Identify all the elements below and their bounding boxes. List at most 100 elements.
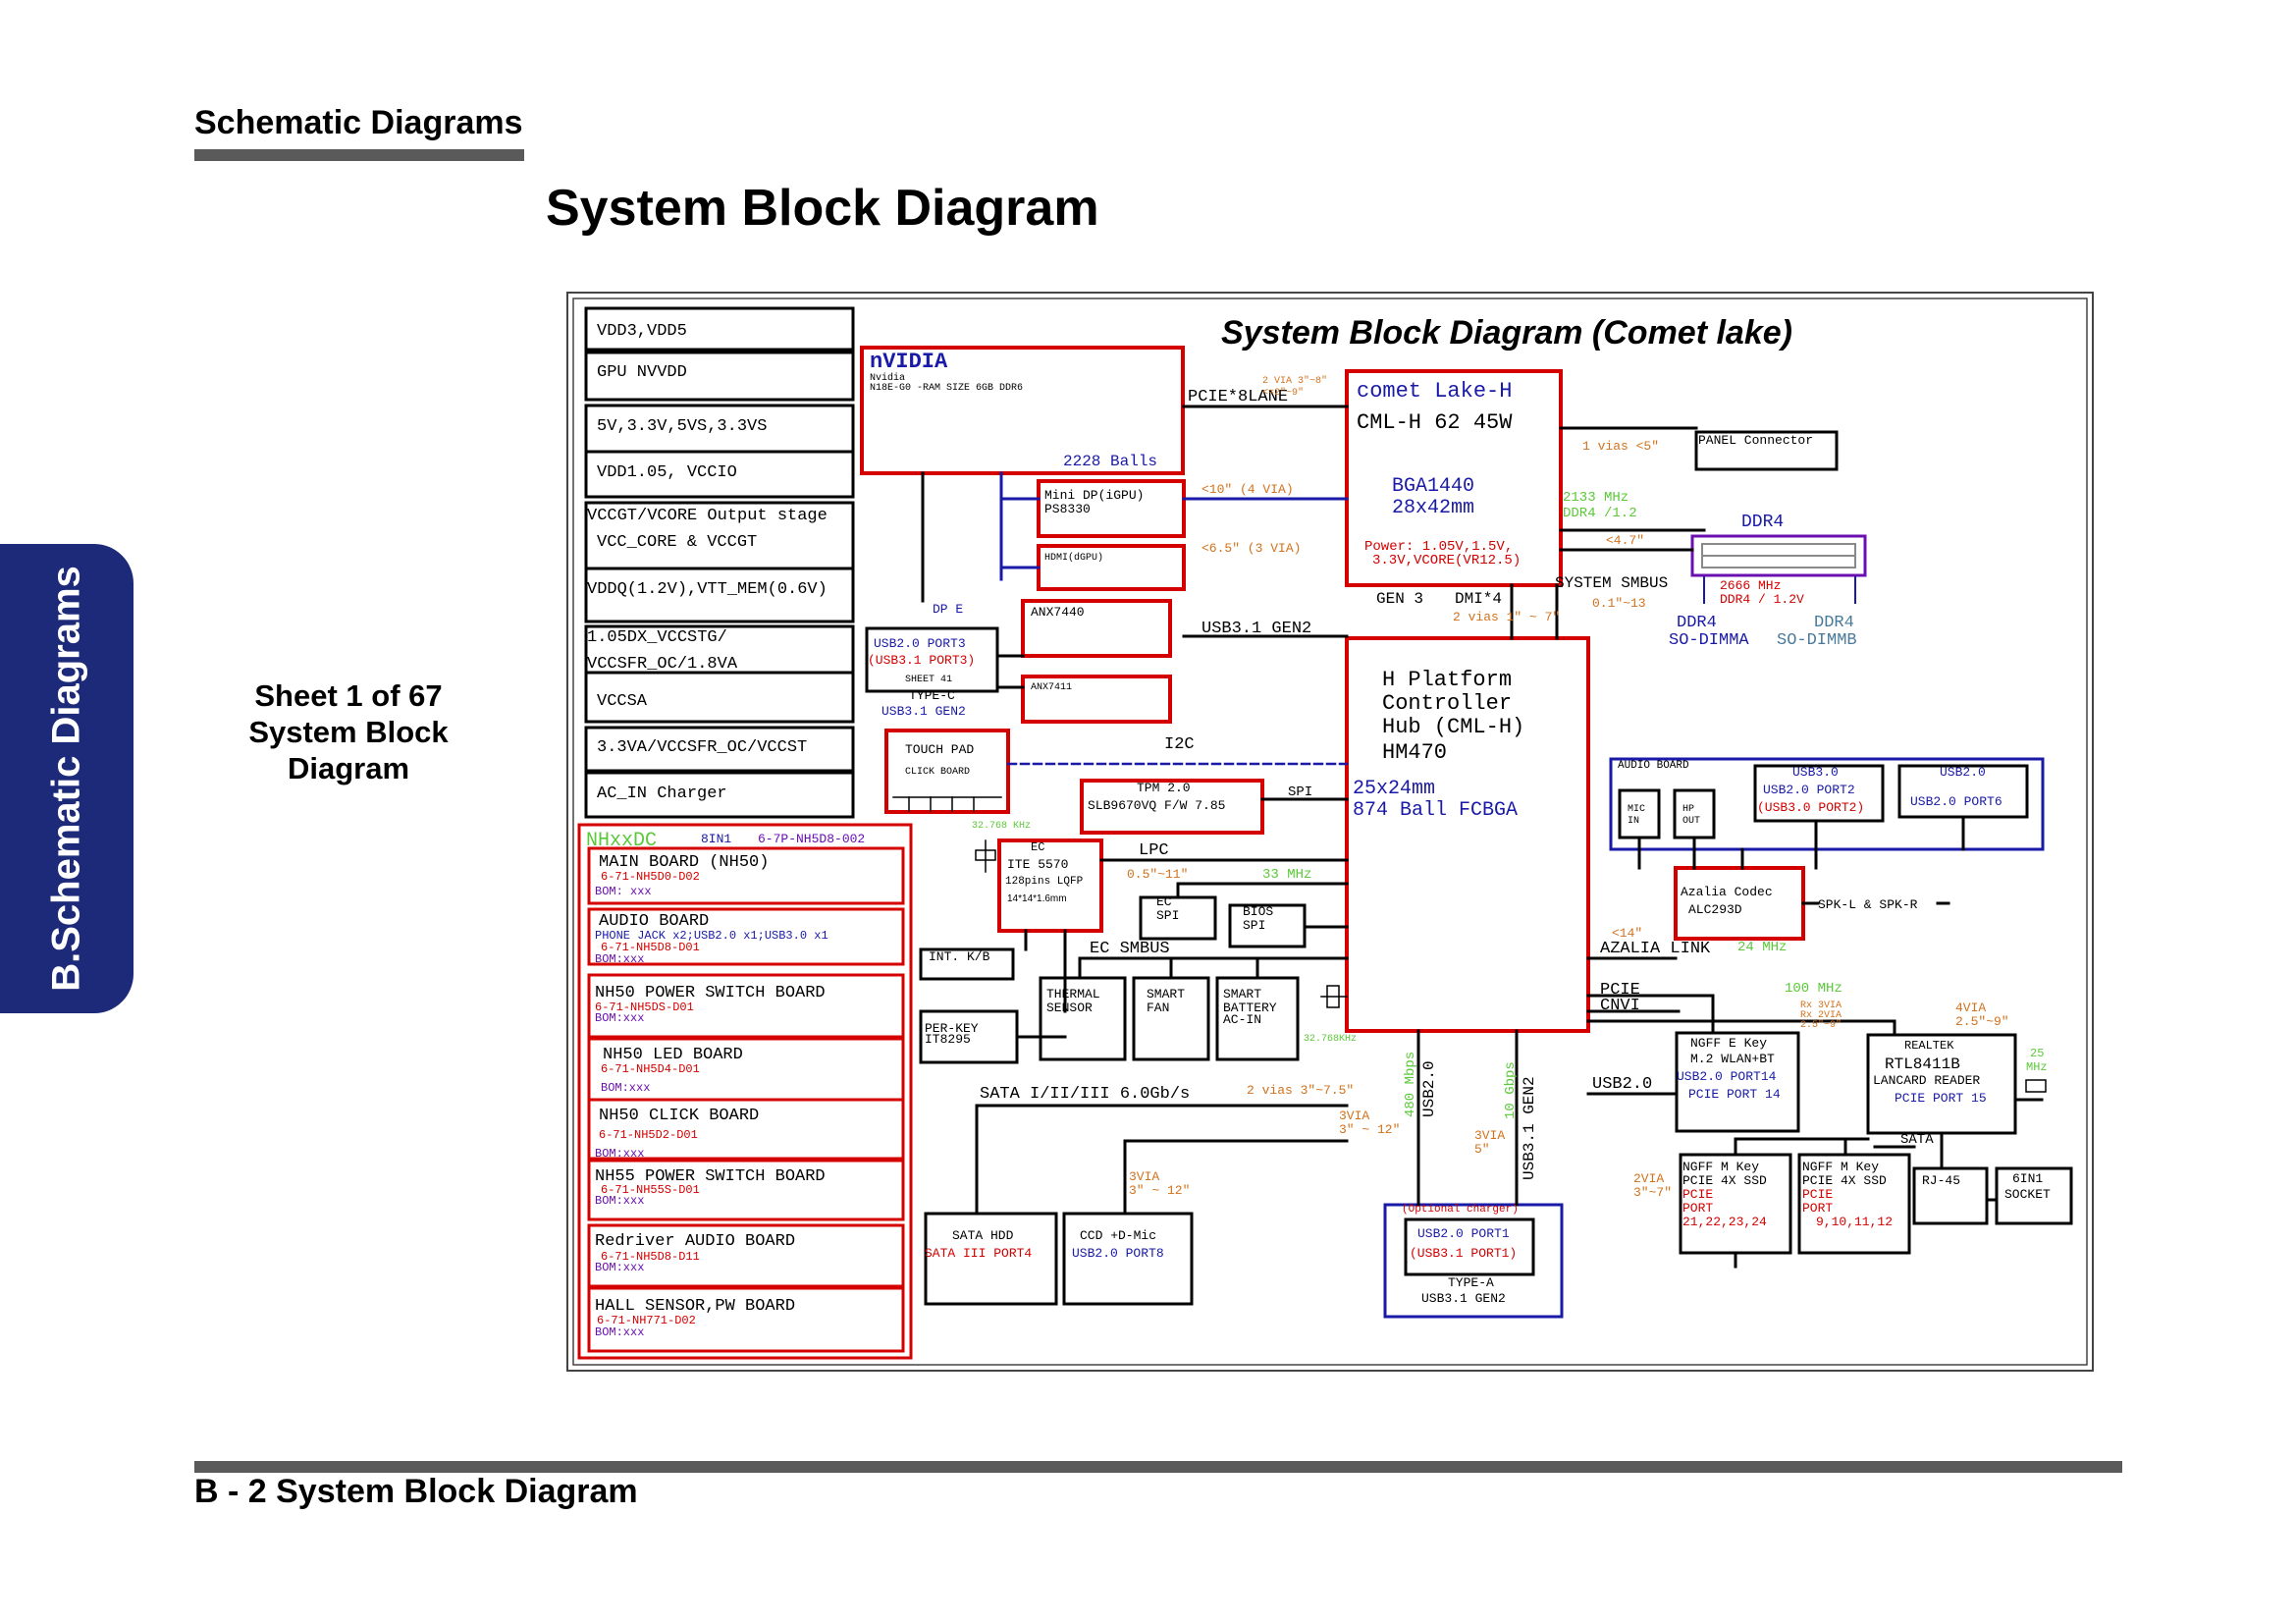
dpe-label: DP E (933, 602, 963, 617)
rx-2: Rx 2VIA (1800, 1010, 1842, 1021)
lpc-length: 0.5"~11" (1127, 867, 1188, 882)
usb2-label-2: USB2.0 PORT6 (1910, 794, 2002, 809)
board-nh55-switch: NH55 POWER SWITCH BOARD 6-71-NH55S-D01 B… (595, 1167, 826, 1208)
gpu-line2: N18E-G0 -RAM SIZE 6GB DDR6 (870, 383, 1023, 394)
ddr2-speed: 2666 MHz (1720, 578, 1781, 593)
board-box (587, 1098, 905, 1161)
via4-2: 2.5"~9" (1955, 1014, 2009, 1029)
via2-label: 2 VIA 3"~8" (1262, 375, 1327, 387)
sixin1-block (1995, 1166, 2073, 1225)
sheet-desc-1: System Block (248, 715, 449, 749)
ec-label-1: EC (1031, 840, 1044, 854)
panel-block (1694, 430, 1839, 471)
usbc-label-3: SHEET 41 (905, 675, 952, 685)
az-length: <14" (1612, 926, 1642, 941)
ccd-block (1062, 1212, 1194, 1306)
spi-label: SPI (1288, 784, 1312, 800)
ecspi-label-1: EC (1156, 894, 1172, 909)
anx7440-block (1021, 599, 1172, 658)
usba-label-2: (USB3.1 PORT1) (1410, 1246, 1517, 1261)
ec-label-2: ITE 5570 (1007, 857, 1068, 872)
board-bom: BOM: xxx (595, 885, 652, 898)
ssd1-label-2: PCIE 4X SSD (1682, 1173, 1767, 1188)
board-pn: 6-71-NH5D2-D01 (599, 1128, 698, 1142)
mhz25a-label: 25 (2030, 1047, 2044, 1060)
ssd1-label-1: NGFF M Key (1682, 1160, 1759, 1174)
codec-label-1: Azalia Codec (1681, 885, 1773, 899)
tpm-label-2: SLB9670VQ F/W 7.85 (1088, 798, 1225, 813)
gpu-brand: nVIDIA (870, 350, 948, 374)
fan-label-2: FAN (1147, 1001, 1169, 1015)
intkb-label: INT. K/B (929, 949, 990, 964)
via3b-1: 3VIA (1129, 1169, 1159, 1184)
usba-block (1383, 1203, 1564, 1319)
sixin1-label-1: 6IN1 (2012, 1171, 2043, 1186)
hp-label-1: HP (1682, 804, 1694, 815)
ssd1-label-4: PORT (1682, 1201, 1713, 1216)
usb20v-label: USB2.0 (1420, 1060, 1438, 1117)
usb3-label-1: USB3.0 (1792, 765, 1839, 780)
crystal-icon (1320, 985, 1348, 1008)
boards-header-right: 6-7P-NH5D8-002 (758, 832, 865, 846)
ps8330-label: PS8330 (1044, 502, 1091, 516)
cpu-model: CML-H 62 45W (1357, 410, 1513, 435)
board-pn: 6-71-NH55S-D01 (601, 1183, 700, 1197)
via4-1: 4VIA (1955, 1001, 1986, 1015)
touchpad-connector-icon (892, 796, 1002, 812)
ecsmbus-label: EC SMBUS (1090, 940, 1170, 958)
hdd-block (924, 1212, 1058, 1306)
gpu-balls: 2228 Balls (1063, 453, 1157, 470)
mhz100-label: 100 MHz (1785, 981, 1842, 997)
cpu-package-2: 28x42mm (1392, 497, 1474, 519)
board-box (587, 1223, 905, 1288)
rx-1: Rx 3VIA (1800, 1001, 1842, 1011)
dmi-length: 2 vias 1" ~ 7" (1453, 610, 1560, 624)
pch-line2: Controller (1382, 691, 1512, 716)
board-name: Redriver AUDIO BOARD (595, 1232, 795, 1251)
ddr4-a-label-1: DDR4 (1677, 614, 1717, 632)
section-underline (194, 149, 524, 161)
sheet-info: Sheet 1 of 67 System Block Diagram (216, 677, 481, 786)
usb31gen2-label: USB3.1 GEN2 (1201, 620, 1311, 638)
board-name: NH50 LED BOARD (603, 1046, 743, 1064)
rail-box (584, 351, 855, 402)
fan-label-1: SMART (1147, 987, 1185, 1001)
rx-3: 2.5"~9" (1800, 1019, 1842, 1031)
ddr-speed: 2133 MHz (1563, 490, 1629, 506)
board-bom: BOM:xxx (595, 1147, 644, 1161)
battery-label-3: AC-IN (1223, 1012, 1261, 1027)
sheet-desc-2: Diagram (287, 751, 410, 785)
rj45-block (1912, 1166, 1989, 1225)
minidp-block (1037, 479, 1186, 538)
usba-label-3: TYPE-A (1448, 1275, 1494, 1290)
ec-block (997, 839, 1103, 933)
rail-label: VDD1.05, VCCIO (597, 463, 737, 482)
usbc-label-4: TYPE-C (909, 688, 955, 703)
crystal-icon (975, 839, 996, 873)
rail-box (584, 450, 855, 499)
board-name: NH55 POWER SWITCH BOARD (595, 1167, 826, 1186)
footer-bar (194, 1461, 2122, 1473)
pch-line4: HM470 (1382, 740, 1447, 765)
side-tab[interactable]: B.Schematic Diagrams (0, 544, 133, 1013)
hdmi-label: HDMI(dGPU) (1044, 552, 1103, 564)
gbps10-label: 10 Gbps (1503, 1061, 1519, 1119)
board-hall-sensor: HALL SENSOR,PW BOARD 6-71-NH771-D02 BOM:… (595, 1297, 795, 1339)
usb3-block (1753, 764, 1885, 823)
board-pn: 6-71-NH5D4-D01 (601, 1062, 700, 1076)
gpu-block (860, 346, 1185, 475)
rj45-label: RJ-45 (1922, 1173, 1960, 1188)
bios-label-1: BIOS (1243, 904, 1273, 919)
section-title: Schematic Diagrams (194, 104, 523, 141)
tpm-label-1: TPM 2.0 (1137, 781, 1191, 795)
mic-label-2: IN (1628, 816, 1639, 827)
usbc-label-1: USB2.0 PORT3 (874, 636, 966, 651)
board-redriver: Redriver AUDIO BOARD 6-71-NH5D8-D11 BOM:… (595, 1232, 795, 1274)
rail-label: VDDQ(1.2V),VTT_MEM(0.6V) (587, 580, 828, 599)
sixin1-label-2: SOCKET (2004, 1187, 2051, 1202)
thermal-label-1: THERMAL (1046, 987, 1100, 1001)
rail-label: VCCSA (597, 692, 648, 711)
via2b-label: <=2"~9" (1262, 387, 1304, 399)
cpu-power-2: 3.3V,VCORE(VR12.5) (1372, 553, 1521, 568)
usba-label-4: USB3.1 GEN2 (1421, 1291, 1506, 1306)
